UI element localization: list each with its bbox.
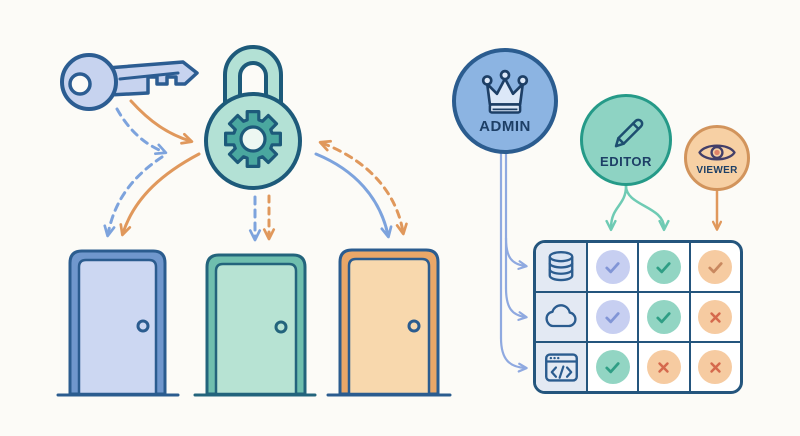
permission-badge-check-green <box>595 350 630 384</box>
matrix-cell <box>688 293 740 341</box>
role-viewer-label: VIEWER <box>696 165 738 176</box>
arrow-lock-to-door-orange <box>314 152 393 239</box>
role-editor: EDITOR <box>580 94 672 186</box>
matrix-cell <box>586 243 637 291</box>
permission-badge-x-orange <box>646 350 681 384</box>
admin-connector <box>499 150 528 373</box>
permission-badge-check-green <box>646 250 681 284</box>
role-admin: ADMIN <box>452 48 558 154</box>
cloud-icon <box>536 293 586 341</box>
database-icon <box>536 243 586 291</box>
crown-icon <box>481 69 529 114</box>
role-viewer: VIEWER <box>684 125 750 191</box>
arrow-key-to-lock <box>129 99 194 145</box>
arrow-dashed-to-door-blue <box>103 155 164 238</box>
matrix-row-cloud <box>536 291 740 341</box>
editor-connector <box>605 184 670 232</box>
door-orange-icon <box>326 248 452 397</box>
permission-badge-check-blue <box>595 250 630 284</box>
permission-matrix <box>533 240 743 394</box>
role-editor-label: EDITOR <box>600 154 652 169</box>
eye-icon <box>698 144 736 161</box>
permission-badge-check-green <box>646 300 681 334</box>
matrix-cell <box>688 343 740 391</box>
door-blue-icon <box>56 249 180 397</box>
matrix-cell <box>637 243 688 291</box>
matrix-row-database <box>536 243 740 291</box>
door-teal-icon <box>193 253 317 397</box>
arrow-lock-to-door-blue <box>119 152 201 237</box>
padlock-gear-icon <box>204 45 302 190</box>
permission-badge-x-orange <box>698 350 733 384</box>
arrow-dashed-to-lock <box>115 107 168 156</box>
matrix-cell <box>688 243 740 291</box>
matrix-cell <box>586 343 637 391</box>
matrix-cell <box>586 293 637 341</box>
matrix-row-code <box>536 341 740 391</box>
code-window-icon <box>536 343 586 391</box>
permission-badge-x-orange <box>698 300 733 334</box>
matrix-cell <box>637 293 688 341</box>
role-admin-label: ADMIN <box>479 118 531 135</box>
pencil-icon <box>614 118 644 148</box>
matrix-cell <box>637 343 688 391</box>
permission-badge-check-orange <box>698 250 733 284</box>
arrow-dashed-door-orange-lock <box>318 139 408 236</box>
key-icon <box>60 53 199 111</box>
permission-badge-check-blue <box>595 300 630 334</box>
